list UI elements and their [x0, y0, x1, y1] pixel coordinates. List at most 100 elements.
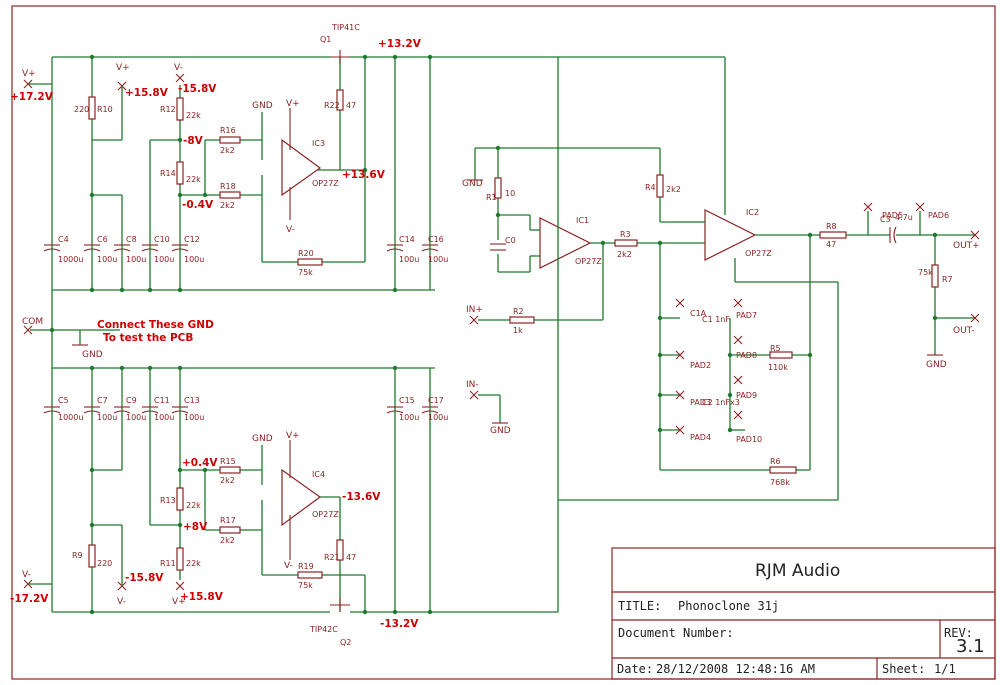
svg-text:R18: R18: [220, 182, 236, 191]
svg-text:GND: GND: [252, 101, 273, 111]
svg-text:100u: 100u: [97, 413, 117, 422]
svg-text:10: 10: [505, 189, 515, 198]
svg-text:R9: R9: [72, 551, 83, 560]
svg-text:C0: C0: [505, 236, 516, 245]
svg-text:1k: 1k: [513, 326, 523, 335]
svg-text:V+: V+: [22, 69, 36, 79]
svg-text:C15: C15: [399, 396, 415, 405]
svg-text:22k: 22k: [186, 559, 201, 568]
label-v-8n: -8V: [183, 135, 204, 147]
rev-label: REV:: [944, 626, 973, 640]
svg-text:100u: 100u: [184, 255, 204, 264]
svg-text:Q1: Q1: [320, 35, 331, 44]
svg-text:OP27Z: OP27Z: [575, 257, 602, 266]
svg-text:C11: C11: [154, 396, 170, 405]
svg-text:R13: R13: [160, 496, 176, 505]
svg-text:V+: V+: [116, 63, 130, 73]
label-v-136n: -13.6V: [342, 491, 381, 503]
svg-text:C13: C13: [184, 396, 200, 405]
svg-text:OUT-: OUT-: [953, 326, 975, 336]
svg-text:TIP41C: TIP41C: [331, 23, 360, 32]
svg-text:100u: 100u: [126, 255, 146, 264]
svg-text:47: 47: [346, 553, 356, 562]
svg-text:22k: 22k: [186, 175, 201, 184]
com-net: [23, 290, 120, 368]
svg-text:OP27Z: OP27Z: [312, 510, 339, 519]
svg-text:220: 220: [97, 559, 112, 568]
svg-text:V+: V+: [286, 99, 300, 109]
svg-text:R1: R1: [486, 193, 497, 202]
svg-text:100u: 100u: [126, 413, 146, 422]
svg-text:PAD10: PAD10: [736, 435, 762, 444]
label-v-136p: +13.6V: [342, 169, 386, 181]
positive-supply: [23, 50, 726, 293]
svg-text:R15: R15: [220, 457, 236, 466]
label-v-132p: +13.2V: [378, 38, 422, 50]
svg-text:V-: V-: [174, 63, 183, 73]
svg-text:47: 47: [346, 101, 356, 110]
svg-text:C2 1nFx3: C2 1nFx3: [702, 398, 740, 407]
svg-text:OP27Z: OP27Z: [312, 179, 339, 188]
svg-text:OUT+: OUT+: [953, 241, 980, 251]
svg-text:GND: GND: [462, 179, 483, 189]
svg-text:V-: V-: [117, 597, 126, 607]
svg-text:C14: C14: [399, 235, 415, 244]
svg-text:4.7u: 4.7u: [895, 213, 913, 222]
svg-text:220: 220: [74, 105, 89, 114]
svg-text:C16: C16: [428, 235, 444, 244]
svg-text:100u: 100u: [428, 413, 448, 422]
svg-text:R8: R8: [826, 222, 837, 231]
svg-text:R12: R12: [160, 105, 176, 114]
svg-text:110k: 110k: [768, 363, 788, 372]
svg-text:GND: GND: [252, 434, 273, 444]
svg-text:R10: R10: [97, 105, 113, 114]
svg-text:1000u: 1000u: [58, 255, 83, 264]
svg-text:R16: R16: [220, 126, 236, 135]
svg-text:Q2: Q2: [340, 638, 351, 647]
svg-text:GND: GND: [490, 426, 511, 436]
svg-text:75k: 75k: [298, 268, 313, 277]
label-v-8p: +8V: [183, 521, 208, 533]
svg-text:C7: C7: [97, 396, 108, 405]
svg-text:R11: R11: [160, 559, 176, 568]
svg-text:C10: C10: [154, 235, 170, 244]
svg-text:R2: R2: [513, 307, 524, 316]
svg-text:C5: C5: [58, 396, 69, 405]
svg-text:GND: GND: [926, 360, 947, 370]
svg-text:PAD2: PAD2: [690, 361, 711, 370]
svg-text:100u: 100u: [399, 255, 419, 264]
svg-text:2k2: 2k2: [220, 476, 235, 485]
svg-text:R20: R20: [298, 249, 314, 258]
signal-stage: [467, 145, 980, 501]
svg-text:V-: V-: [22, 570, 31, 580]
note-line-1: Connect These GND: [97, 319, 214, 331]
svg-text:GND: GND: [82, 350, 103, 360]
svg-text:PAD5: PAD5: [882, 211, 903, 220]
label-v-132n: -13.2V: [380, 618, 419, 630]
label-v-158p-bot: +15.8V: [180, 591, 224, 603]
rev-value: 3.1: [956, 636, 985, 657]
svg-text:C1A: C1A: [690, 309, 707, 318]
svg-text:R19: R19: [298, 562, 314, 571]
label-v-04n: -0.4V: [182, 199, 214, 211]
svg-text:75k: 75k: [918, 268, 933, 277]
label-v-158p-top: +15.8V: [125, 87, 169, 99]
svg-text:75k: 75k: [298, 581, 313, 590]
title-label: TITLE:: [618, 599, 661, 613]
label-v-158n-top: -15.8V: [178, 83, 217, 95]
svg-text:R4: R4: [645, 183, 656, 192]
svg-text:100u: 100u: [399, 413, 419, 422]
svg-text:C8: C8: [126, 235, 137, 244]
svg-text:C9: C9: [126, 396, 137, 405]
svg-text:PAD8: PAD8: [736, 351, 757, 360]
svg-text:22k: 22k: [186, 501, 201, 510]
note-line-2: To test the PCB: [103, 332, 193, 344]
svg-text:IC4: IC4: [312, 470, 325, 479]
svg-text:2k2: 2k2: [617, 250, 632, 259]
svg-text:R17: R17: [220, 516, 236, 525]
svg-text:2k2: 2k2: [666, 185, 681, 194]
svg-text:IN-: IN-: [466, 380, 479, 390]
svg-text:C12: C12: [184, 235, 200, 244]
svg-text:R14: R14: [160, 169, 176, 178]
